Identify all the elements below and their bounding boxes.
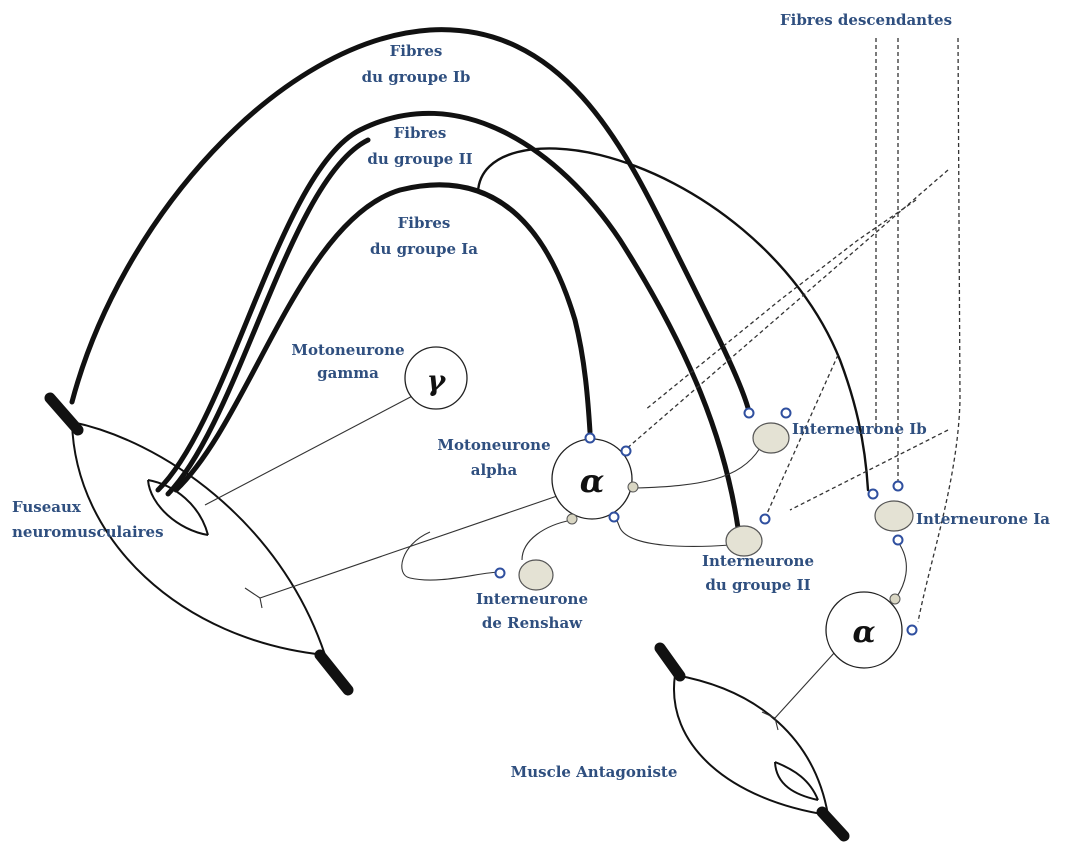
agonist-muscle-lower-contour bbox=[71, 421, 326, 656]
desc-fiber-4 bbox=[624, 169, 949, 451]
synapse-ib-in-2 bbox=[780, 407, 792, 419]
label-interneurone-renshaw-line2: de Renshaw bbox=[482, 614, 583, 632]
desc-fiber-6 bbox=[764, 354, 839, 519]
muscle-spindle bbox=[147, 479, 209, 536]
label-fibres-ib-line2: du groupe Ib bbox=[362, 68, 471, 86]
fiber-ii-a bbox=[155, 110, 741, 531]
synapse-ib-alpha bbox=[627, 481, 639, 493]
fiber-ii-b bbox=[165, 137, 371, 497]
synapse-desc-alpha bbox=[620, 445, 632, 457]
synapse-ia-in-1 bbox=[867, 488, 879, 500]
synapse-ia-in-2 bbox=[892, 480, 904, 492]
fiber-ia bbox=[173, 182, 593, 493]
desc-fiber-7 bbox=[789, 429, 949, 511]
label-motoneurone-gamma-line1: Motoneurone bbox=[291, 341, 404, 359]
label-interneurone-ii-line1: Interneurone bbox=[702, 552, 814, 570]
desc-fiber-3 bbox=[917, 37, 961, 623]
descending-fibres bbox=[624, 37, 961, 623]
label-fibres-ia-line2: du groupe Ia bbox=[370, 240, 478, 258]
synapse-ia-alpha bbox=[584, 432, 596, 444]
agonist-muscle bbox=[44, 392, 354, 696]
antagonist-alpha-symbol: α bbox=[852, 615, 875, 650]
agonist-lower-tendon bbox=[314, 649, 354, 696]
label-fibres-ib-line1: Fibres bbox=[390, 42, 443, 60]
interneuron-ii bbox=[725, 525, 763, 557]
interneuron-ia bbox=[874, 500, 914, 532]
synapse-alpha-ii bbox=[608, 511, 620, 523]
synapse-renshaw-alpha bbox=[566, 513, 578, 525]
ia-to-antagonist-alpha bbox=[895, 544, 907, 599]
label-motoneurone-gamma-line2: gamma bbox=[317, 364, 379, 382]
interneuron-renshaw bbox=[518, 559, 554, 591]
antagonist-muscle bbox=[654, 642, 850, 842]
antagonist-alpha-terminal bbox=[761, 711, 779, 731]
ib-to-alpha bbox=[635, 447, 761, 489]
interneuron-ib bbox=[752, 422, 790, 454]
label-interneurone-ii-line2: du groupe II bbox=[705, 576, 810, 594]
label-fuseaux-line2: neuromusculaires bbox=[12, 523, 164, 541]
antagonist-spindle-upper bbox=[774, 761, 819, 801]
label-fuseaux-line1: Fuseaux bbox=[12, 498, 82, 516]
agonist-muscle-upper-contour bbox=[71, 421, 326, 656]
label-muscle-antagoniste: Muscle Antagoniste bbox=[511, 763, 678, 781]
antagonist-upper-tendon bbox=[654, 642, 686, 682]
antagonist-alpha-motoneuron bbox=[825, 591, 903, 669]
label-motoneurone-alpha-line1: Motoneurone bbox=[437, 436, 550, 454]
renshaw-loop bbox=[401, 531, 501, 581]
gamma-motoneuron bbox=[404, 346, 468, 410]
synapse-renshaw-in bbox=[494, 567, 506, 579]
alpha-axon-terminal bbox=[244, 587, 263, 609]
antagonist-lower-tendon bbox=[816, 806, 850, 842]
gamma-symbol: γ bbox=[427, 364, 447, 397]
label-fibres-ia-line1: Fibres bbox=[398, 214, 451, 232]
fiber-ia-branch bbox=[476, 147, 870, 492]
spindle-lower bbox=[147, 479, 209, 536]
synapse-ii-in bbox=[759, 513, 771, 525]
label-fibres-descendantes: Fibres descendantes bbox=[780, 11, 952, 29]
synapses bbox=[494, 407, 918, 636]
antagonist-muscle-lower-contour bbox=[672, 674, 829, 816]
agonist-upper-tendon bbox=[44, 392, 84, 436]
synapse-ia-antagonist bbox=[889, 593, 901, 605]
label-interneurone-ib: Interneurone Ib bbox=[792, 420, 927, 438]
alpha-to-renshaw bbox=[521, 519, 573, 561]
alpha-symbol: α bbox=[580, 462, 605, 500]
desc-fiber-5 bbox=[644, 199, 917, 411]
fiber-ib bbox=[69, 27, 751, 411]
label-fibres-ii-line2: du groupe II bbox=[367, 150, 472, 168]
spindle-upper bbox=[147, 479, 209, 536]
label-fibres-ii-line1: Fibres bbox=[394, 124, 447, 142]
label-interneurone-renshaw-line1: Interneurone bbox=[476, 590, 588, 608]
ii-to-alpha bbox=[615, 517, 731, 547]
label-interneurone-ia: Interneurone Ia bbox=[916, 510, 1050, 528]
gamma-axon bbox=[204, 391, 421, 506]
antagonist-alpha-axon bbox=[774, 651, 836, 719]
antagonist-spindle-lower bbox=[774, 761, 819, 801]
synapse-ib-in-1 bbox=[743, 407, 755, 419]
synapse-desc-antagonist bbox=[906, 624, 918, 636]
synapse-ia-out bbox=[892, 534, 904, 546]
label-motoneurone-alpha-line2: alpha bbox=[471, 461, 518, 479]
antagonist-muscle-upper-contour bbox=[674, 674, 829, 816]
